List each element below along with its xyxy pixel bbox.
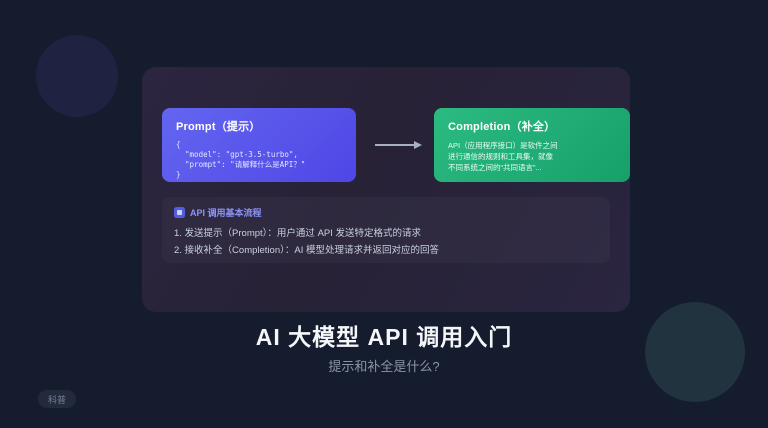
prompt-code-line: "model": "gpt-3.5-turbo",: [176, 150, 298, 159]
content-panel: Prompt（提示） { "model": "gpt-3.5-turbo", "…: [142, 67, 630, 312]
page-subtitle: 提示和补全是什么?: [328, 359, 440, 374]
completion-body-line: 不同系统之间的“共同语言”...: [448, 163, 542, 172]
flow-step-1: 1. 发送提示（Prompt）：用户通过 API 发送特定格式的请求: [174, 228, 422, 239]
page-title: AI 大模型 API 调用入门: [255, 324, 513, 350]
decorative-circle-top-left: [36, 35, 118, 117]
prompt-code-line: {: [176, 140, 181, 149]
prompt-code-line: "prompt": "请解释什么是API？": [176, 160, 306, 169]
flow-step-2: 2. 接收补全（Completion）：AI 模型处理请求并返回对应的回答: [174, 245, 439, 256]
api-flow-heading-row: API 调用基本流程: [174, 206, 598, 219]
completion-body-line: API（应用程序接口）是软件之间: [448, 141, 558, 150]
api-flow-box: API 调用基本流程 1. 发送提示（Prompt）：用户通过 API 发送特定…: [162, 197, 610, 263]
prompt-card-title: Prompt（提示）: [176, 121, 261, 133]
completion-card-title: Completion（补全）: [448, 121, 556, 133]
category-badge: 科普: [38, 390, 77, 408]
api-flow-heading: API 调用基本流程: [190, 208, 262, 218]
prompt-to-completion-arrow: [356, 108, 434, 182]
api-flow-icon: [174, 207, 185, 218]
prompt-code-line: }: [176, 170, 181, 179]
right-arrow-icon: [375, 140, 422, 149]
decorative-circle-bottom-right: [645, 302, 745, 402]
completion-body-line: 进行通信的规则和工具集，就像: [448, 152, 553, 161]
prompt-card: Prompt（提示） { "model": "gpt-3.5-turbo", "…: [162, 108, 356, 182]
completion-card: Completion（补全） API（应用程序接口）是软件之间 进行通信的规则和…: [434, 108, 630, 182]
